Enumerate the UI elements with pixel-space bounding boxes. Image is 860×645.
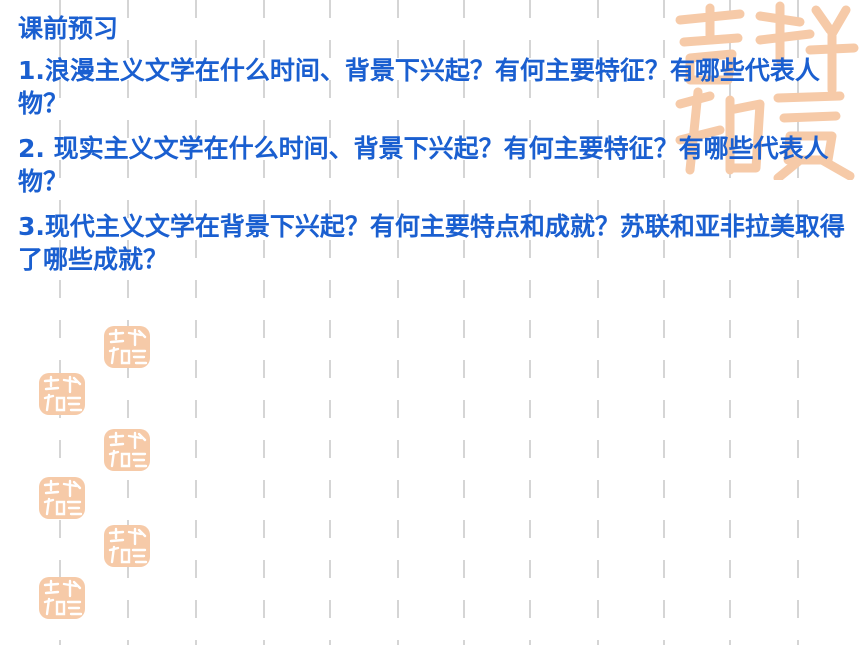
seal-watermark-small [39, 477, 85, 519]
seal-watermark-large [675, 1, 859, 180]
seal-watermark-small [104, 326, 150, 368]
seal-watermark-small [39, 577, 85, 619]
question-2: 2. 现实主义文学在什么时间、背景下兴起？有何主要特征？有哪些代表人物？ [18, 134, 829, 196]
seal-watermark-small [39, 373, 85, 415]
seal-watermark-small [104, 525, 150, 567]
question-3: 3.现代主义文学在背景下兴起？有何主要特点和成就？苏联和亚非拉美取得了哪些成就？ [18, 212, 845, 274]
slide-content: 课前预习 1.浪漫主义文学在什么时间、背景下兴起？有何主要特征？有哪些代表人物？… [18, 10, 848, 288]
slide-heading: 课前预习 [18, 14, 119, 43]
seal-watermark-small [104, 429, 150, 471]
question-1: 1.浪漫主义文学在什么时间、背景下兴起？有何主要特征？有哪些代表人物？ [18, 56, 820, 118]
